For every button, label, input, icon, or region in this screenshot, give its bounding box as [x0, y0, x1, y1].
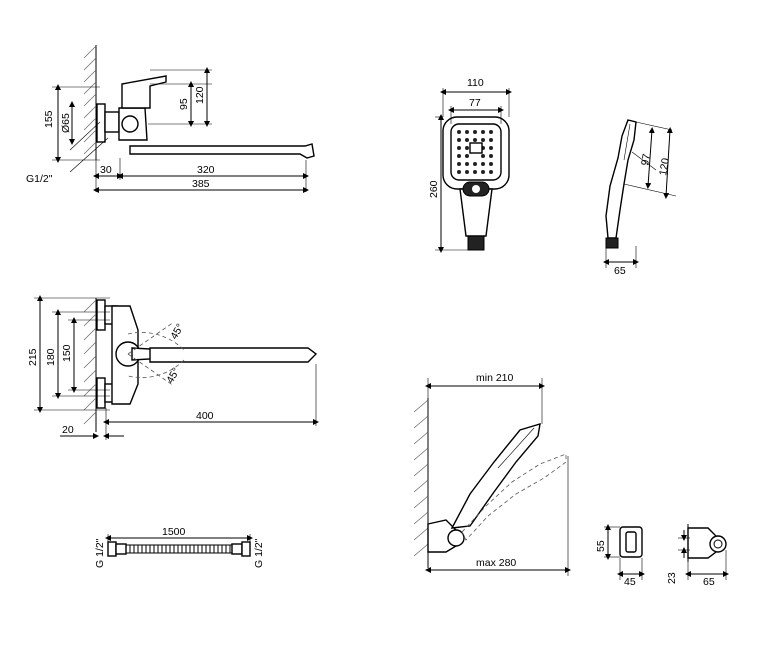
dim-260: 260: [428, 180, 440, 198]
dim-320: 320: [197, 164, 215, 176]
shower-in-holder: [450, 423, 541, 529]
dim-150: 150: [61, 344, 73, 362]
hose-nut-left: [107, 541, 117, 557]
angle-up: 45°: [168, 322, 186, 342]
hose-drawing: 1500 G 1/2" G 1/2": [94, 526, 265, 568]
dim-95: 95: [178, 98, 190, 110]
dim-215: 215: [27, 348, 39, 366]
dim-45: 45: [624, 576, 636, 588]
dim-110: 110: [467, 77, 484, 89]
dim-55: 55: [595, 540, 607, 552]
swivel-arc-up: [127, 332, 185, 351]
wall-hatch: [83, 298, 97, 432]
dim-400: 400: [196, 410, 214, 422]
angle-down: 45°: [164, 366, 182, 386]
lever-handle: [121, 75, 167, 109]
thread-label: G1/2": [26, 173, 53, 185]
lower-flange: [96, 377, 106, 409]
upper-flange: [96, 299, 106, 331]
dim-max280: max 280: [476, 557, 516, 569]
dim-30: 30: [100, 164, 112, 176]
hose-ferrule-right: [231, 543, 243, 555]
tap-top-view: 215 180 150 45° 45° 400 20: [27, 295, 319, 440]
hose-thread-right: G 1/2": [253, 538, 265, 568]
dim-120: 120: [194, 86, 206, 104]
hose-nut-right: [241, 541, 251, 557]
shower-head-front: 110 77 260: [428, 77, 512, 253]
wall-hatch: [413, 398, 429, 568]
hose-length: 1500: [162, 526, 186, 538]
dim-20: 20: [62, 424, 74, 436]
dim-385: 385: [192, 178, 210, 190]
dim-phi65: Ø65: [60, 113, 72, 133]
dim-180: 180: [45, 348, 57, 366]
wall-flange: [96, 103, 106, 143]
dim-120-side: 120: [657, 157, 672, 176]
dim-65-side: 65: [614, 265, 626, 277]
hose-thread-left: G 1/2": [94, 538, 106, 568]
dim-77: 77: [469, 97, 481, 109]
dim-155: 155: [43, 110, 55, 128]
hose-body: [126, 544, 232, 554]
shower-head-side: 97 120 65: [603, 119, 677, 277]
shower-rotated-outline: [461, 453, 567, 541]
side-connector: [605, 237, 619, 249]
wall-hatch: [83, 45, 97, 160]
head-side-outline: [605, 119, 637, 239]
holder-side-ring: [709, 535, 727, 553]
cartridge-circle: [121, 115, 139, 133]
center-nozzle-block: [469, 142, 483, 154]
dim-65-holder: 65: [703, 576, 715, 588]
holder-pivot: [447, 529, 465, 547]
hose-ferrule-left: [115, 543, 127, 555]
dim-23: 23: [666, 572, 678, 584]
handle-connector: [467, 235, 485, 251]
holder-front-view: 55 45: [595, 524, 645, 588]
dim-min210: min 210: [476, 372, 514, 384]
dim-97: 97: [639, 153, 653, 167]
holder-installation: min 210 max 280: [413, 372, 571, 576]
spout: [129, 143, 315, 159]
eccentric-connector: [104, 111, 120, 133]
holder-front-slot: [625, 531, 637, 553]
holder-side-view: 23 65: [666, 524, 729, 588]
spout-top: [149, 347, 318, 363]
tap-side-view: 155 Ø65 95 120 G1/2" 30 320 385: [26, 45, 315, 193]
